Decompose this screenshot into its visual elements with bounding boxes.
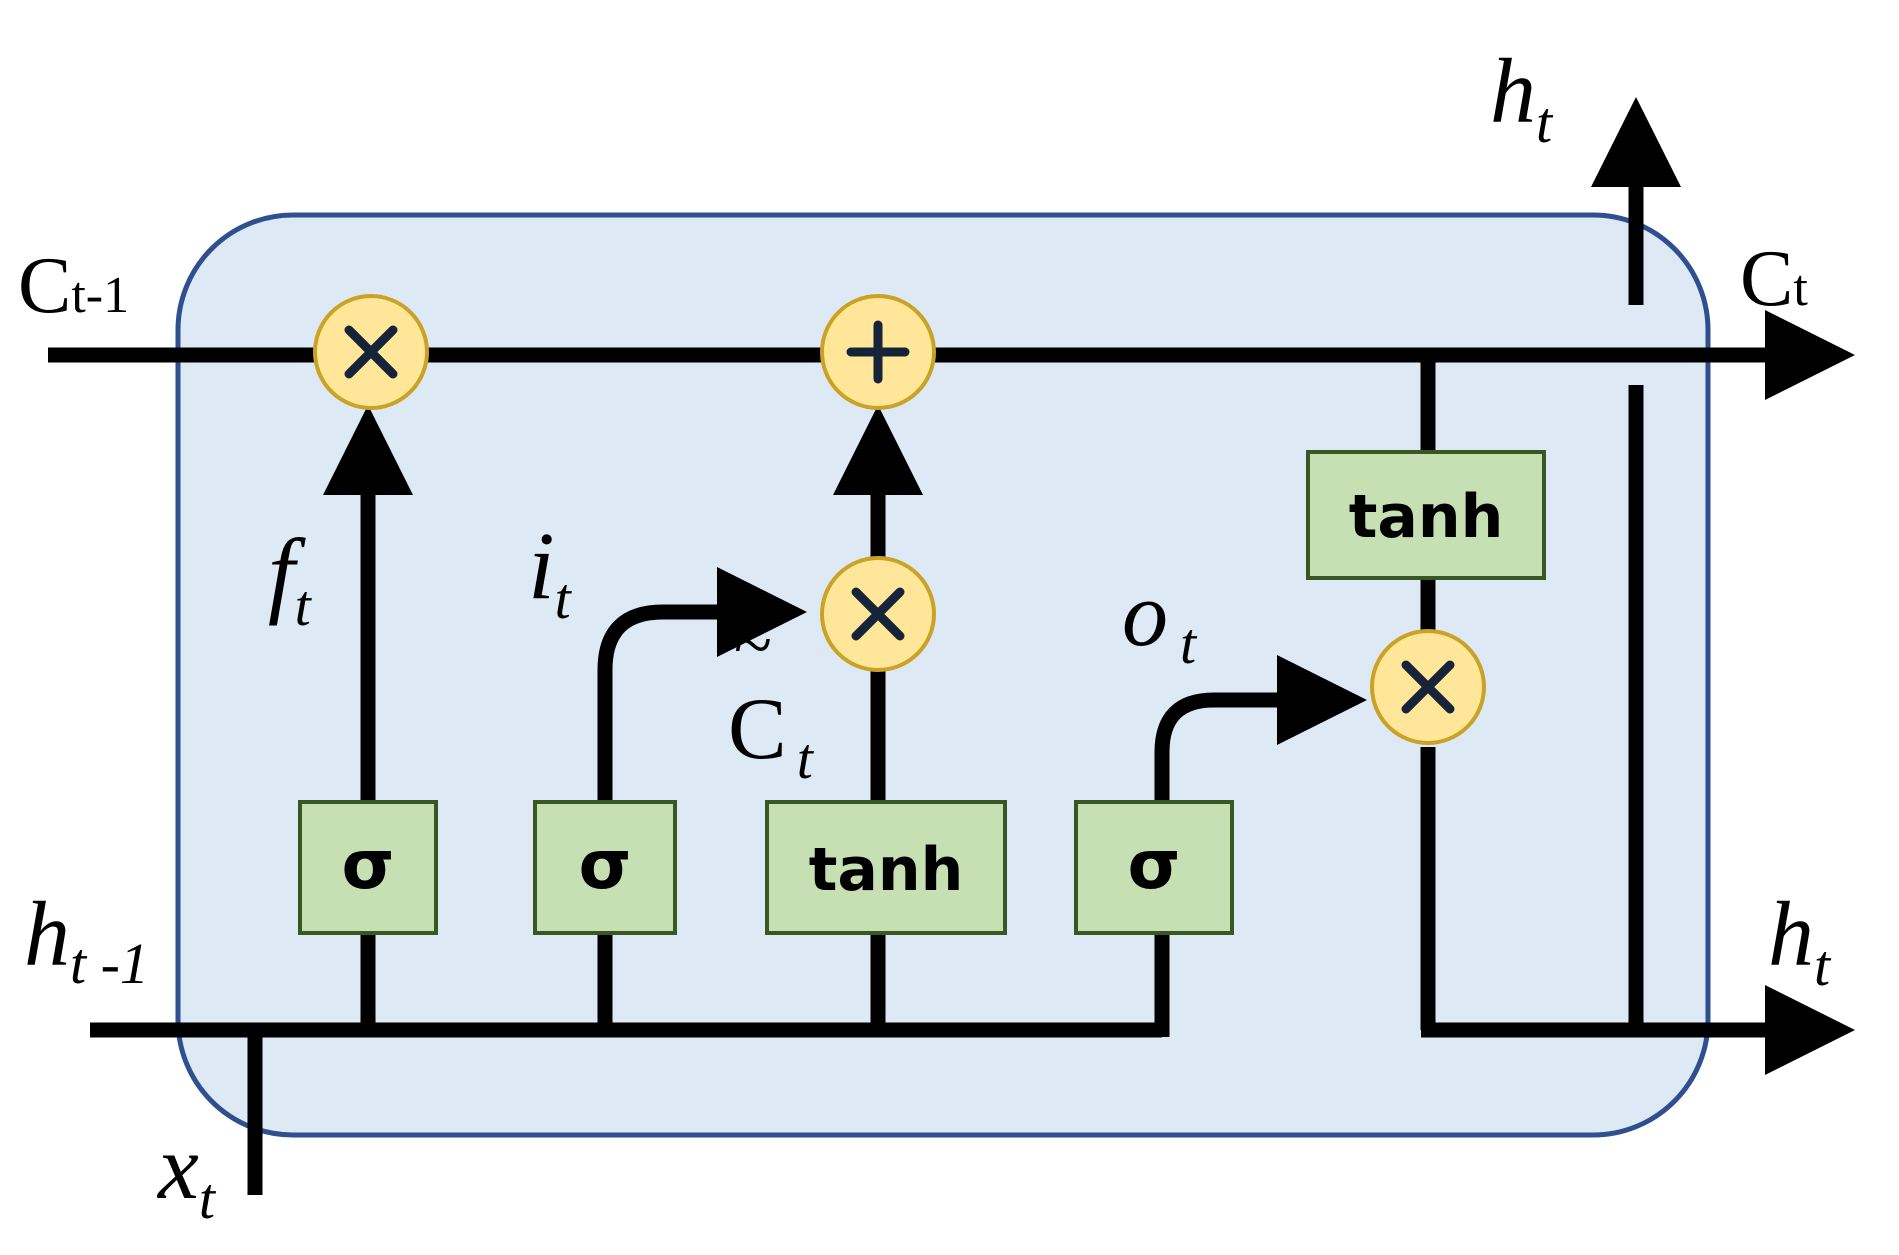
- output-gate-arrow: [1154, 655, 1367, 802]
- candidate-gate-label: tanh: [809, 835, 964, 905]
- c-next-label: Ct: [1740, 235, 1808, 323]
- plus-icon: [846, 320, 910, 384]
- h-prev-label: ht -1: [24, 883, 149, 996]
- x-input-label: xt: [156, 1116, 217, 1231]
- cell-tanh-gate: tanh: [1306, 450, 1546, 580]
- input-gate-arrow: [597, 567, 807, 802]
- input-gate: σ: [533, 800, 677, 935]
- output-gate: σ: [1074, 800, 1234, 935]
- multiply-icon: [344, 325, 398, 379]
- input-gate-label: σ: [579, 826, 632, 905]
- forget-gate: σ: [298, 800, 438, 935]
- multiply-icon: [851, 587, 905, 641]
- candidate-tilde: ~: [734, 607, 772, 684]
- cell-tanh-label: tanh: [1349, 482, 1504, 552]
- h-out-top-label: ht: [1490, 40, 1554, 155]
- output-multiply: [1370, 629, 1486, 745]
- forget-multiply: [313, 294, 429, 410]
- candidate-gate: tanh: [765, 800, 1007, 935]
- add-operator: [820, 294, 936, 410]
- input-multiply: [820, 556, 936, 672]
- c-prev-label: Ct-1: [18, 242, 129, 330]
- output-gate-label: σ: [1128, 826, 1181, 905]
- forget-gate-label: σ: [342, 826, 395, 905]
- input-gate-symbol: it: [528, 512, 573, 631]
- h-out-right-label: ht: [1768, 883, 1832, 998]
- multiply-icon: [1401, 660, 1455, 714]
